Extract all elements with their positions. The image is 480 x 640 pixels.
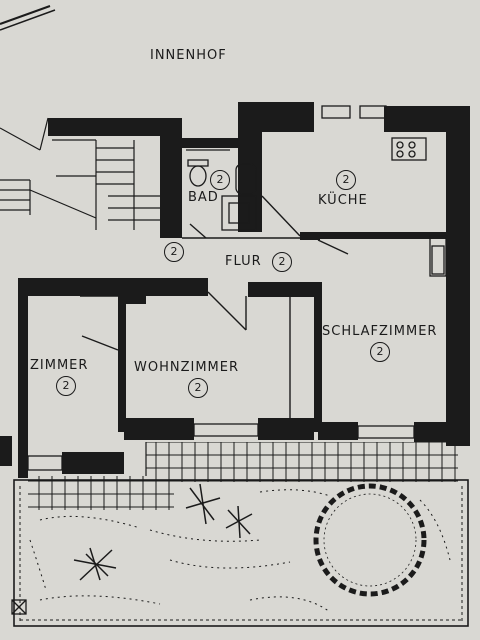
garden <box>13 479 469 627</box>
stove <box>391 137 445 275</box>
room-label-wohnzimmer: WOHNZIMMER <box>134 360 240 375</box>
room-label-flur: FLUR <box>225 254 262 269</box>
bath-fixtures <box>186 149 257 231</box>
room-number-kueche: 2 <box>336 170 356 190</box>
room-label-kueche: KÜCHE <box>318 193 368 208</box>
corner-marker-icon <box>11 599 27 615</box>
staircase <box>0 117 160 230</box>
room-number-flur: 2 <box>272 252 292 272</box>
stair-number: 2 <box>164 242 184 262</box>
corner-mark <box>0 5 56 31</box>
terrace-paving <box>28 442 458 510</box>
room-number-zimmer: 2 <box>56 376 76 396</box>
room-number-schlafzimmer: 2 <box>370 342 390 362</box>
interior-lines <box>80 195 349 418</box>
windows <box>27 105 447 471</box>
room-number-bad: 2 <box>210 170 230 190</box>
room-label-zimmer: ZIMMER <box>30 358 89 373</box>
room-label-schlafzimmer: SCHLAFZIMMER <box>322 324 438 339</box>
walls <box>0 102 470 478</box>
room-label-bad: BAD <box>188 190 219 205</box>
courtyard-label: INNENHOF <box>150 48 227 63</box>
room-number-wohnzimmer: 2 <box>188 378 208 398</box>
